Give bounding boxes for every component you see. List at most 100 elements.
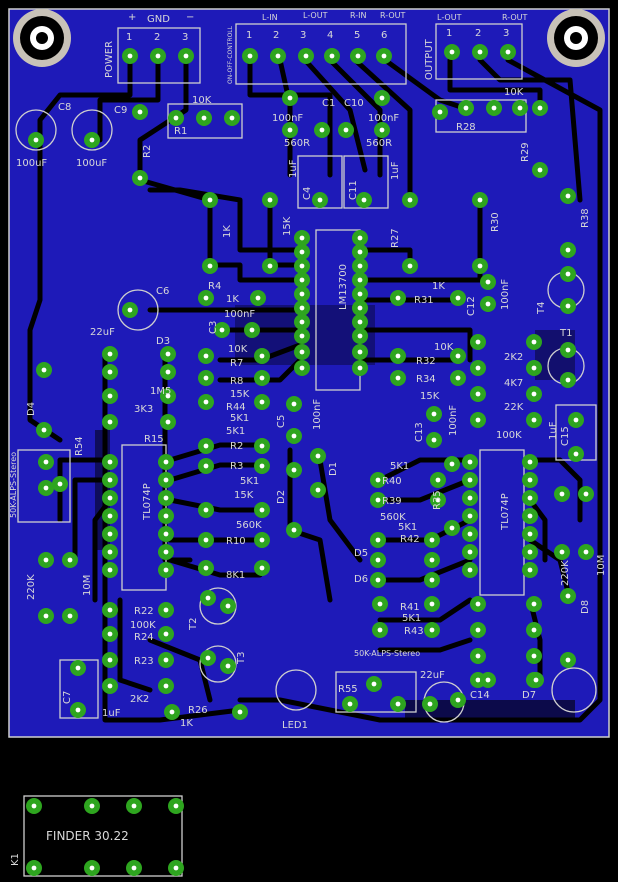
label-r28: R28 (456, 122, 476, 133)
label-c7: C7 (62, 691, 73, 704)
drill-hole (355, 53, 361, 59)
drill-hole (155, 53, 161, 59)
label-d6: D6 (354, 574, 368, 585)
label-d4: D4 (26, 402, 37, 416)
drill-hole (467, 567, 473, 573)
drill-hole (107, 683, 113, 689)
label-c7-value: 1uF (102, 708, 121, 719)
label-r41: R41 (400, 602, 420, 613)
drill-hole (371, 681, 377, 687)
drill-hole (375, 557, 381, 563)
drill-hole (89, 865, 95, 871)
label-t3: T3 (236, 652, 247, 665)
label-r2b-value: 5K1 (226, 426, 245, 437)
drill-hole (127, 307, 133, 313)
label-r1: R1 (174, 126, 187, 137)
drill-hole (319, 127, 325, 133)
drill-hole (291, 527, 297, 533)
drill-hole (455, 375, 461, 381)
label-r26-value: 1K (180, 718, 193, 729)
drill-hole (375, 477, 381, 483)
drill-hole (89, 137, 95, 143)
drill-hole (377, 627, 383, 633)
label-r34-value: 15K (420, 391, 440, 402)
drill-hole (463, 105, 469, 111)
drill-hole (395, 353, 401, 359)
drill-hole (429, 627, 435, 633)
drill-hole (505, 49, 511, 55)
label-k1: K1 (10, 853, 21, 866)
drill-hole (467, 495, 473, 501)
drill-hole (357, 349, 363, 355)
label-c15: C15 (560, 426, 571, 446)
label-r4: R4 (208, 281, 221, 292)
label-d3: D3 (156, 336, 170, 347)
label-r39: R39 (382, 496, 402, 507)
drill-hole (299, 349, 305, 355)
label-r31: R31 (414, 295, 434, 306)
drill-hole (565, 347, 571, 353)
drill-hole (299, 319, 305, 325)
drill-hole (107, 631, 113, 637)
label-r35: R35 (432, 490, 443, 510)
drill-hole (163, 459, 169, 465)
drill-hole (299, 277, 305, 283)
drill-hole (431, 411, 437, 417)
drill-hole (477, 263, 483, 269)
label-minus: − (186, 12, 194, 23)
drill-hole (357, 277, 363, 283)
drill-hole (207, 197, 213, 203)
header-r-in: R-IN (350, 11, 366, 20)
drill-hole (287, 127, 293, 133)
drill-hole (163, 567, 169, 573)
drill-hole (43, 613, 49, 619)
drill-hole (531, 417, 537, 423)
drill-hole (531, 601, 537, 607)
drill-hole (531, 365, 537, 371)
drill-hole (357, 365, 363, 371)
drill-hole (203, 463, 209, 469)
drill-hole (531, 391, 537, 397)
mounting-hole-right (547, 9, 605, 67)
drill-hole (379, 127, 385, 133)
drill-hole (163, 631, 169, 637)
drill-hole (203, 507, 209, 513)
drill-hole (455, 353, 461, 359)
label-d7: D7 (522, 690, 536, 701)
power-pin-2: 2 (154, 32, 160, 43)
output-pin-1: 1 (446, 28, 452, 39)
label-c11: C11 (348, 180, 359, 200)
label-2k2-b: 2K2 (130, 694, 149, 705)
drill-hole (357, 305, 363, 311)
drill-hole (475, 627, 481, 633)
label-d5: D5 (354, 548, 368, 559)
label-plus: + (128, 12, 136, 23)
label-ic1: TL074P (142, 483, 153, 521)
label-t2: T2 (188, 618, 199, 631)
label-c1-value: 100nF (272, 113, 303, 124)
drill-hole (107, 459, 113, 465)
label-r55: R55 (338, 684, 358, 695)
drill-hole (565, 193, 571, 199)
label-r43-value: 5K1 (402, 613, 421, 624)
drill-hole (163, 549, 169, 555)
drill-hole (299, 235, 305, 241)
drill-hole (131, 803, 137, 809)
header-l-out: L-OUT (303, 11, 328, 20)
drill-hole (317, 197, 323, 203)
label-ic2: TL074P (500, 493, 511, 531)
label-c3-value: 100nF (224, 309, 255, 320)
drill-hole (299, 291, 305, 297)
input-pin-6: 6 (381, 30, 387, 41)
header-l-in: L-IN (262, 13, 278, 22)
label-15k-b: 15K (234, 490, 254, 501)
label-r23: R23 (134, 656, 154, 667)
label-c13-value: 100nF (448, 405, 459, 436)
silkscreen-labels: GND + − POWER 1 2 3 ON-OFF-CONTROLL L-IN… (9, 11, 607, 866)
label-560r-a: 560R (284, 138, 310, 149)
label-onoff: ON-OFF-CONTROLL (227, 25, 234, 84)
drill-hole (531, 653, 537, 659)
drill-hole (455, 295, 461, 301)
drill-hole (565, 657, 571, 663)
